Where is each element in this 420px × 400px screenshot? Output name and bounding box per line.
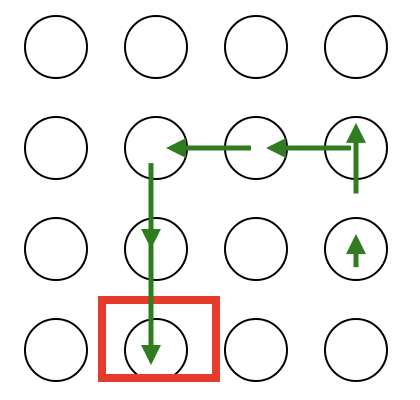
grid-circle-r2-c1 xyxy=(124,217,188,281)
grid-circle-r2-c3 xyxy=(324,217,388,281)
grid-circle-r0-c2 xyxy=(224,15,288,79)
grid-circle-r0-c3 xyxy=(324,15,388,79)
grid-circle-r2-c0 xyxy=(24,217,88,281)
grid-circle-r3-c0 xyxy=(24,318,88,382)
grid-circle-r2-c2 xyxy=(224,217,288,281)
grid-circle-r3-c1 xyxy=(124,318,188,382)
grid-circle-r0-c1 xyxy=(124,15,188,79)
grid-circle-r3-c2 xyxy=(224,318,288,382)
grid-circle-r0-c0 xyxy=(24,15,88,79)
target-box xyxy=(98,296,220,382)
grid-circle-r3-c3 xyxy=(324,318,388,382)
grid-circle-r1-c0 xyxy=(24,116,88,180)
